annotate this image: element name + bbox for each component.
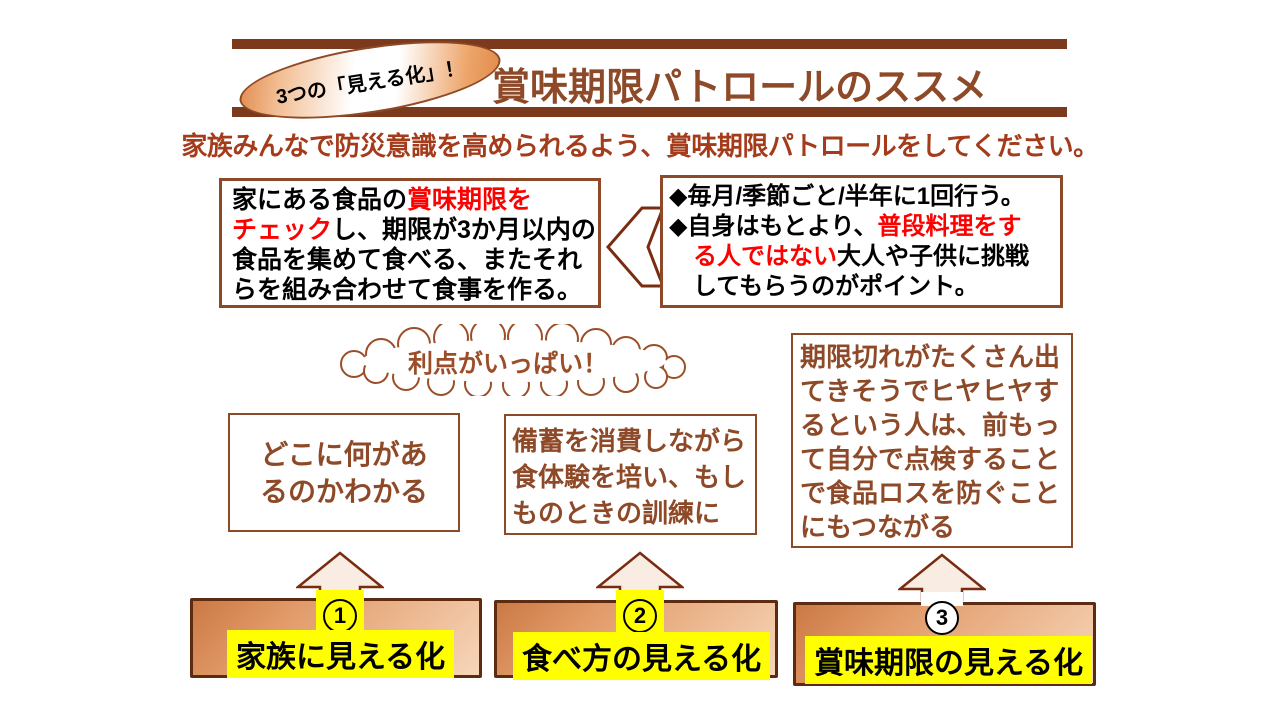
method-box: 家にある食品の賞味期限を チェックし、期限が3か月以内の 食品を集めて食べる、ま… — [219, 178, 601, 308]
benefit-box-food-loss: 期限切れがたくさん出 てきそうでヒヤヒヤす るという人は、前もっ て自分で点検す… — [791, 333, 1073, 548]
text-segment: チェック — [232, 216, 333, 244]
benefit-box-location: どこに何があ るのかわかる — [228, 413, 460, 532]
step-label-text: 家族に見える化 — [236, 641, 446, 674]
top-rule — [232, 39, 1067, 49]
schedule-box: ◆毎月/季節ごと/半年に1回行う。 ◆自身はもとより、普段料理をす る人ではない… — [660, 175, 1063, 308]
text-segment: してもらうのがポイント。 — [693, 273, 979, 300]
text-segment: ◆自身はもとより、 — [669, 213, 878, 240]
text-segment: 家にある食品の — [232, 186, 408, 214]
step-number-text: 3 — [935, 605, 949, 630]
step-number-text: 2 — [633, 603, 647, 628]
method-line: 食品を集めて食べる、またそれ — [232, 245, 598, 275]
step-label-text: 食べ方の見える化 — [522, 643, 762, 676]
step-1-number: 1 — [323, 599, 357, 633]
method-line: 家にある食品の賞味期限を — [232, 185, 598, 215]
step-3-label: 賞味期限の見える化 — [805, 636, 1093, 684]
step-number-text: 1 — [333, 603, 347, 628]
benefit-box-training: 備蓄を消費しながら 食体験を培い、もし ものときの訓練に — [504, 414, 757, 535]
step-2-label: 食べ方の見える化 — [513, 632, 771, 680]
text-segment: らを組み合わせて食事を作る。 — [232, 276, 583, 304]
left-notched-arrow-icon — [606, 206, 666, 288]
step-1-label: 家族に見える化 — [227, 630, 455, 678]
schedule-line: る人ではない大人や子供に挑戦 — [669, 242, 1060, 272]
badge-text: 3つの「見える化」！ — [274, 56, 467, 109]
step-2-number: 2 — [623, 599, 657, 633]
schedule-line: してもらうのがポイント。 — [669, 272, 1060, 302]
text-segment: 大人や子供に挑戦 — [837, 243, 1029, 270]
method-line: らを組み合わせて食事を作る。 — [232, 275, 598, 305]
text-segment: 食品を集めて食べる、またそれ — [232, 246, 583, 274]
text-segment: る人ではない — [693, 243, 837, 270]
subtitle: 家族みんなで防災意識を高められるよう、賞味期限パトロールをしてください。 — [181, 131, 1099, 161]
method-line: チェックし、期限が3か月以内の — [232, 215, 598, 245]
step-label-text: 賞味期限の見える化 — [814, 647, 1084, 680]
schedule-line: ◆自身はもとより、普段料理をす — [669, 212, 1060, 242]
text-segment: 普段料理をす — [877, 213, 1022, 240]
text-segment: 賞味期限を — [407, 186, 533, 214]
step-3-stem — [921, 592, 963, 606]
page-title: 賞味期限パトロールのススメ — [492, 67, 988, 109]
title-underline — [232, 107, 1067, 117]
text-segment: し、期限が3か月以内の — [332, 216, 596, 244]
text-segment: ◆毎月/季節ごと/半年に1回行う。 — [669, 183, 1025, 210]
schedule-line: ◆毎月/季節ごと/半年に1回行う。 — [669, 182, 1060, 212]
benefits-cloud-icon — [340, 324, 686, 396]
step-3-number: 3 — [925, 601, 959, 635]
benefits-cloud-text: 利点がいっぱい！ — [407, 350, 608, 378]
